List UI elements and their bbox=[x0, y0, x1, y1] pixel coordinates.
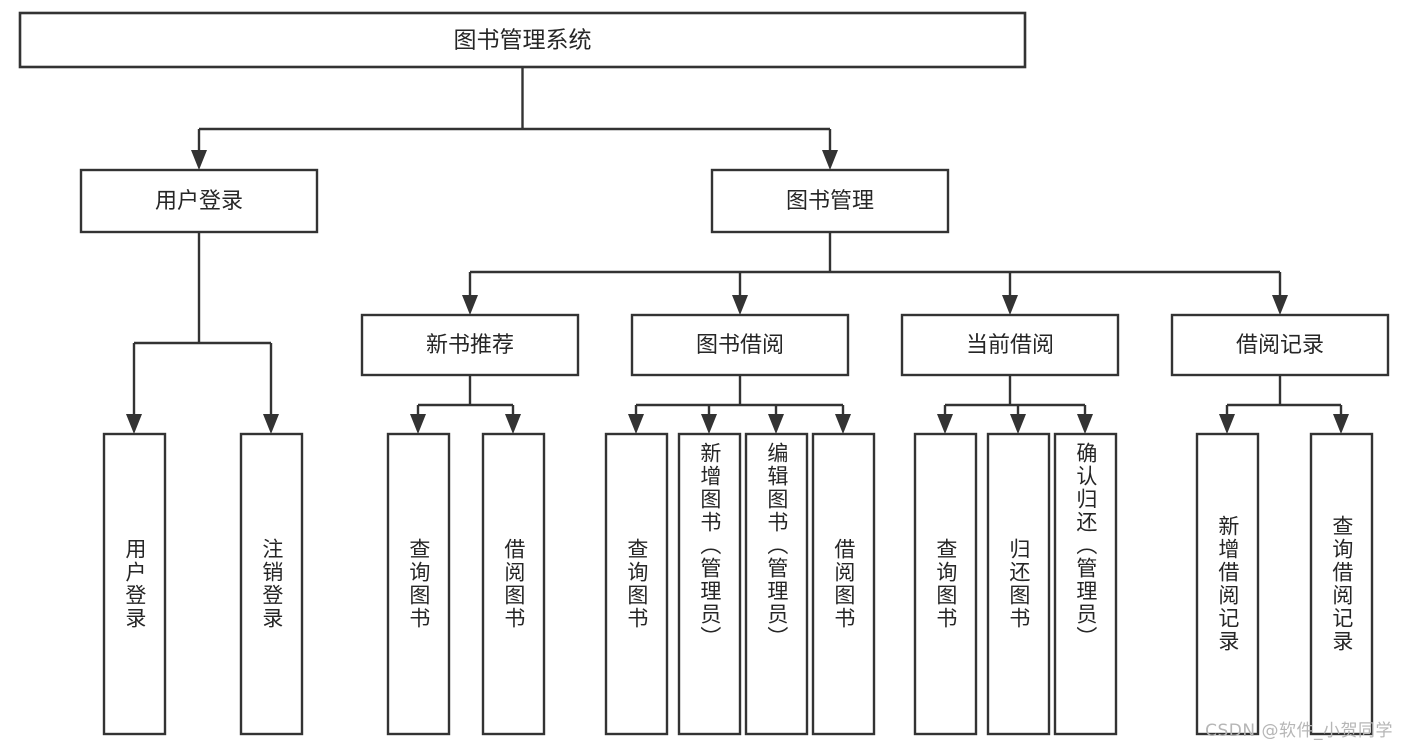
node-root[interactable]: 图书管理系统 bbox=[18, 11, 1027, 69]
arrow-head-icon bbox=[822, 150, 838, 170]
node-borrow-record-box[interactable] bbox=[1170, 313, 1390, 377]
node-new-book-recommend[interactable]: 新书推荐 bbox=[360, 313, 580, 377]
arrow-head-icon bbox=[1333, 414, 1349, 434]
leaf-boxes-group bbox=[102, 432, 1374, 736]
arrow-head-icon bbox=[191, 150, 207, 170]
node-book-manage-label: 图书管理 bbox=[786, 189, 874, 214]
leaf-box-add-book[interactable] bbox=[677, 432, 742, 736]
arrow-head-icon bbox=[768, 414, 784, 434]
node-new-book-recommend-label: 新书推荐 bbox=[426, 333, 514, 358]
node-borrow-record[interactable]: 借阅记录 bbox=[1170, 313, 1390, 377]
node-user-login-box[interactable] bbox=[79, 168, 319, 234]
arrow-head-icon bbox=[505, 414, 521, 434]
leaf-box-borrow-book-2[interactable] bbox=[811, 432, 876, 736]
node-new-book-recommend-box[interactable] bbox=[360, 313, 580, 377]
node-root-box[interactable] bbox=[18, 11, 1027, 69]
connector-group-new-book-recommend bbox=[410, 375, 521, 434]
connector-group-book-manage bbox=[462, 232, 1288, 315]
leaf-box-borrow-book-1[interactable] bbox=[481, 432, 546, 736]
leaf-box-user-logout[interactable] bbox=[239, 432, 304, 736]
leaf-box-user-login[interactable] bbox=[102, 432, 167, 736]
leaf-box-query-book-3[interactable] bbox=[913, 432, 978, 736]
leaf-box-return-book[interactable] bbox=[986, 432, 1051, 736]
node-book-borrow-box[interactable] bbox=[630, 313, 850, 377]
node-user-login-label: 用户登录 bbox=[155, 189, 243, 214]
leaf-box-query-record[interactable] bbox=[1309, 432, 1374, 736]
arrow-head-icon bbox=[628, 414, 644, 434]
connector-group-book-borrow bbox=[628, 375, 851, 434]
arrow-head-icon bbox=[126, 414, 142, 434]
node-book-manage[interactable]: 图书管理 bbox=[710, 168, 950, 234]
leaf-box-add-record[interactable] bbox=[1195, 432, 1260, 736]
arrow-head-icon bbox=[732, 295, 748, 315]
arrow-head-icon bbox=[1002, 295, 1018, 315]
arrow-head-icon bbox=[937, 414, 953, 434]
leaf-box-edit-book[interactable] bbox=[744, 432, 809, 736]
node-current-borrow[interactable]: 当前借阅 bbox=[900, 313, 1120, 377]
node-book-borrow-label: 图书借阅 bbox=[696, 333, 784, 358]
node-borrow-record-label: 借阅记录 bbox=[1236, 333, 1324, 358]
node-current-borrow-box[interactable] bbox=[900, 313, 1120, 377]
leaf-box-query-book-2[interactable] bbox=[604, 432, 669, 736]
connector-group-user-login bbox=[126, 232, 279, 434]
arrow-head-icon bbox=[410, 414, 426, 434]
leaf-box-query-book-1[interactable] bbox=[386, 432, 451, 736]
arrow-head-icon bbox=[1010, 414, 1026, 434]
arrow-head-icon bbox=[835, 414, 851, 434]
leaf-box-confirm-return[interactable] bbox=[1053, 432, 1118, 736]
node-root-label: 图书管理系统 bbox=[454, 28, 592, 54]
connector-group-borrow-record bbox=[1219, 375, 1349, 434]
connector-group-root bbox=[191, 67, 838, 170]
arrow-head-icon bbox=[1219, 414, 1235, 434]
node-book-borrow[interactable]: 图书借阅 bbox=[630, 313, 850, 377]
connector-group-current-borrow bbox=[937, 375, 1093, 434]
arrow-head-icon bbox=[1272, 295, 1288, 315]
arrow-head-icon bbox=[701, 414, 717, 434]
arrow-head-icon bbox=[462, 295, 478, 315]
node-book-manage-box[interactable] bbox=[710, 168, 950, 234]
arrow-head-icon bbox=[1077, 414, 1093, 434]
arrow-head-icon bbox=[263, 414, 279, 434]
node-user-login[interactable]: 用户登录 bbox=[79, 168, 319, 234]
node-current-borrow-label: 当前借阅 bbox=[966, 333, 1054, 358]
